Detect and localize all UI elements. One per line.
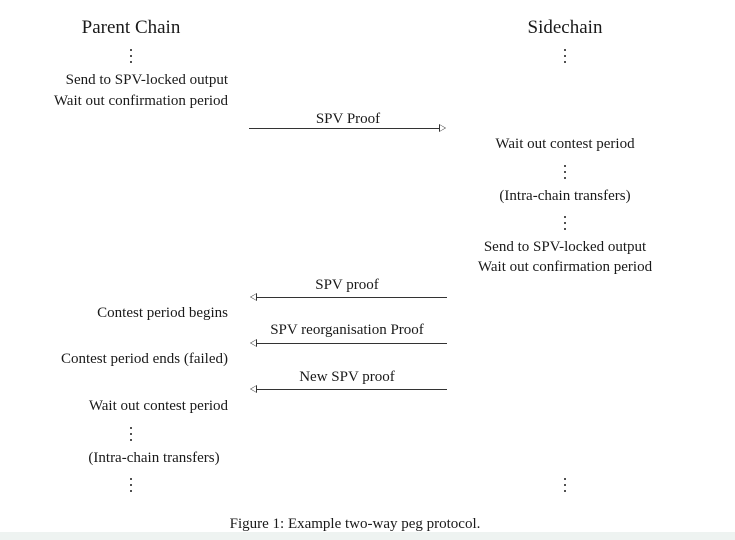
side-wait-confirmation: Wait out confirmation period: [477, 259, 653, 275]
parent-contest-ends: Contest period ends (failed): [60, 351, 228, 367]
arrowhead-left-icon: [250, 339, 257, 347]
side-vdots-4: [564, 478, 566, 496]
spv-reorg-proof-label: SPV reorganisation Proof: [270, 322, 424, 338]
sidechain-header: Sidechain: [527, 17, 603, 38]
spv-proof-label-2: SPV proof: [315, 277, 379, 293]
arrowhead-left-icon: [250, 293, 257, 301]
parent-wait-confirmation: Wait out confirmation period: [53, 93, 228, 109]
side-intra-chain: (Intra-chain transfers): [499, 188, 631, 204]
new-spv-proof-label: New SPV proof: [299, 369, 395, 385]
arrow-to-parent-2: [250, 339, 447, 347]
side-vdots-3: [564, 216, 566, 234]
parent-chain-header: Parent Chain: [81, 17, 181, 38]
parent-wait-contest: Wait out contest period: [88, 398, 228, 414]
parent-send-spv-locked: Send to SPV-locked output: [65, 72, 228, 88]
side-wait-contest: Wait out contest period: [495, 136, 635, 152]
arrowhead-left-icon: [250, 385, 257, 393]
side-vdots-1: [564, 49, 566, 67]
parent-intra-chain: (Intra-chain transfers): [88, 450, 220, 466]
arrowhead-right-icon: [439, 124, 446, 132]
arrow-to-sidechain-1: [249, 124, 446, 132]
parent-vdots-3: [130, 478, 132, 496]
side-vdots-2: [564, 165, 566, 183]
figure-caption: Figure 1: Example two-way peg protocol.: [229, 516, 481, 532]
parent-vdots-2: [130, 427, 132, 445]
arrow-to-parent-1: [250, 293, 447, 301]
spv-proof-label-1: SPV Proof: [315, 111, 381, 127]
side-send-spv-locked: Send to SPV-locked output: [483, 239, 647, 255]
arrow-to-parent-3: [250, 385, 447, 393]
parent-vdots-1: [130, 49, 132, 67]
footer-band: [0, 532, 735, 540]
parent-contest-begins: Contest period begins: [97, 305, 228, 321]
